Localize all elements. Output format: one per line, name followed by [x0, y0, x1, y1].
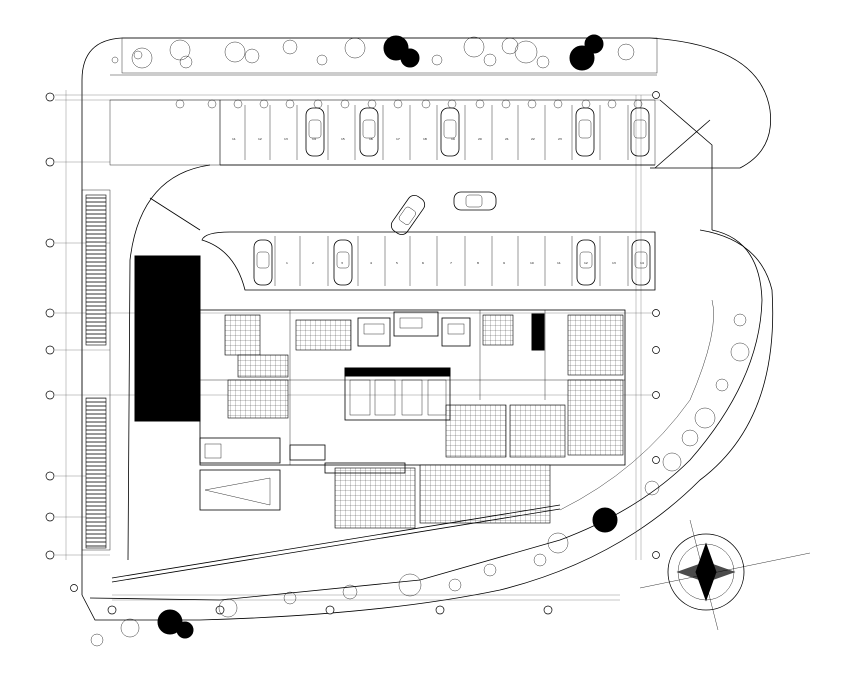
lower-stall-number: 1	[286, 261, 288, 265]
cars-driving	[390, 191, 497, 236]
axis-bubbles-bottom	[70, 584, 553, 615]
tiled-rooms	[224, 314, 624, 529]
lower-stall-number: 2	[312, 261, 314, 265]
core-rooms	[344, 311, 545, 421]
lower-stall-number: 5	[396, 261, 398, 265]
upper-stall-number: 12	[258, 137, 262, 141]
upper-stall-number: 19	[451, 137, 455, 141]
black-wall-block	[134, 255, 201, 422]
lower-stall-number: 13	[612, 261, 616, 265]
cars-lower	[253, 239, 651, 286]
lower-stall-number: 14	[640, 261, 644, 265]
upper-stall-number: 17	[396, 137, 400, 141]
upper-stall-number: 15	[341, 137, 345, 141]
north-arrow-icon	[639, 519, 811, 631]
upper-stall-number: 21	[505, 137, 509, 141]
lower-stall-number: 7	[450, 261, 452, 265]
lower-stall-number: 9	[503, 261, 505, 265]
sloped-wall	[111, 504, 561, 583]
access-road	[127, 99, 713, 561]
axis-bubbles-right	[652, 91, 660, 559]
left-ramp	[81, 189, 111, 551]
upper-stall-number: 14	[312, 137, 316, 141]
lower-stall-number: 12	[584, 261, 588, 265]
parking-shrubs	[175, 99, 643, 109]
upper-parking-row	[109, 99, 656, 166]
lower-stall-number: 4	[370, 261, 372, 265]
lower-stall-number: 6	[422, 261, 424, 265]
upper-stall-number: 23	[558, 137, 562, 141]
site-boundary	[81, 37, 774, 621]
upper-stall-number: 18	[423, 137, 427, 141]
service-area	[199, 437, 406, 511]
upper-stall-number: 22	[531, 137, 535, 141]
upper-stall-number: 11	[232, 137, 236, 141]
lower-stall-number: 8	[477, 261, 479, 265]
axis-bubbles-left	[45, 92, 55, 560]
lower-parking-row	[201, 231, 656, 291]
lower-stall-number: 10	[530, 261, 534, 265]
upper-trees	[111, 34, 635, 71]
cars-upper	[305, 107, 650, 157]
lower-stall-number: 11	[557, 261, 561, 265]
right-trees	[90, 313, 750, 647]
upper-stall-number: 16	[369, 137, 373, 141]
upper-stall-number: 20	[478, 137, 482, 141]
upper-stall-number: 13	[284, 137, 288, 141]
lower-stall-number: 3	[341, 261, 343, 265]
